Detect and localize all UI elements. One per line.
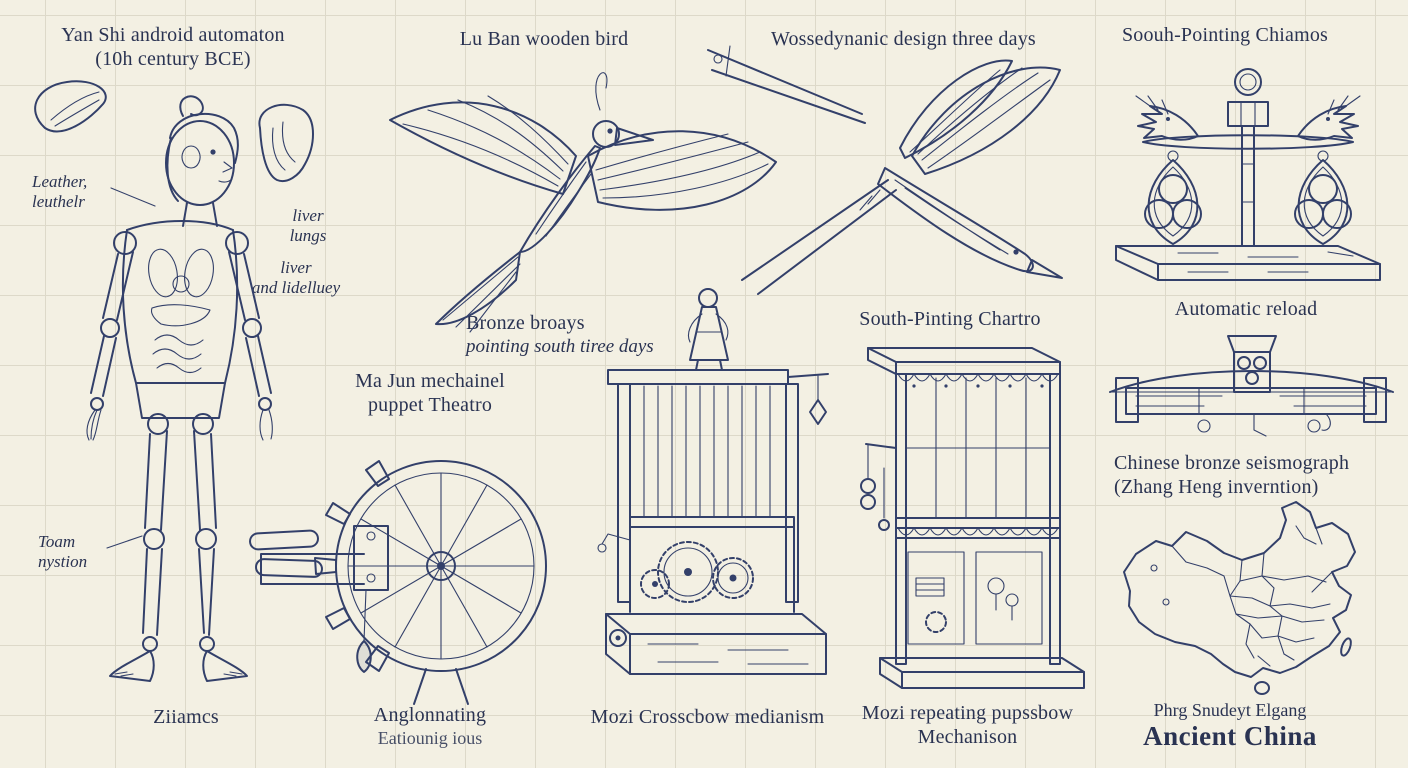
auto-reload-crossbow-drawing (1109, 335, 1394, 437)
repeating-crossbow-cabinet-drawing (860, 347, 1085, 689)
automaton-label-lungs: liver lungs (289, 206, 327, 246)
automaton-label-kidney: liver and lidelluey (251, 258, 341, 298)
wheel-machine-drawing (249, 460, 547, 705)
repeating-crossbow-caption: Mozi repeating pupssbow Mechanison (861, 702, 1074, 748)
crossbow-loom-drawing (597, 288, 829, 675)
repeating-crossbow-title: South-Pinting Chartro (859, 308, 1041, 330)
dragon-scale-drawing (1115, 68, 1381, 281)
china-map-drawing (1123, 501, 1356, 695)
luban-bird-title: Lu Ban wooden bird (459, 28, 629, 50)
automaton-label-leather: Leather, leuthelr (32, 172, 88, 212)
automaton-label-foam: Toam nystion (38, 532, 88, 572)
automaton-title-line1: Yan Shi android automaton (61, 24, 285, 46)
automaton-caption: Ziiamcs (153, 706, 219, 728)
crossbow-loom-caption: Mozi Crosscbow medianism (590, 706, 825, 728)
automaton-title: Yan Shi android automaton (10h century B… (43, 24, 303, 71)
puppet-theater-caption: Anglonnating Eatiounig ious (373, 704, 487, 748)
luban-bird-drawing (389, 72, 777, 333)
puppet-theater-title: Ma Jun mechainel puppet Theatro (355, 370, 505, 416)
china-map-caption: Phrg Snudeyt Elgang Ancient China (1143, 700, 1317, 752)
aero-bird-title: Wossedynanic design three days (771, 28, 1036, 50)
auto-reload-title: Automatic reload (1174, 298, 1318, 320)
seismograph-title: Chinese bronze seismograph (Zhang Heng i… (1114, 452, 1350, 498)
aero-bird-drawing (707, 45, 1063, 295)
yan-shi-automaton-drawing (34, 80, 314, 682)
bronze-bird-note: Bronze broays pointing south tiree days (466, 312, 654, 357)
dragon-scale-title: Soouh-Pointing Chiamos (1121, 24, 1329, 46)
automaton-title-line2: (10h century BCE) (95, 47, 251, 70)
